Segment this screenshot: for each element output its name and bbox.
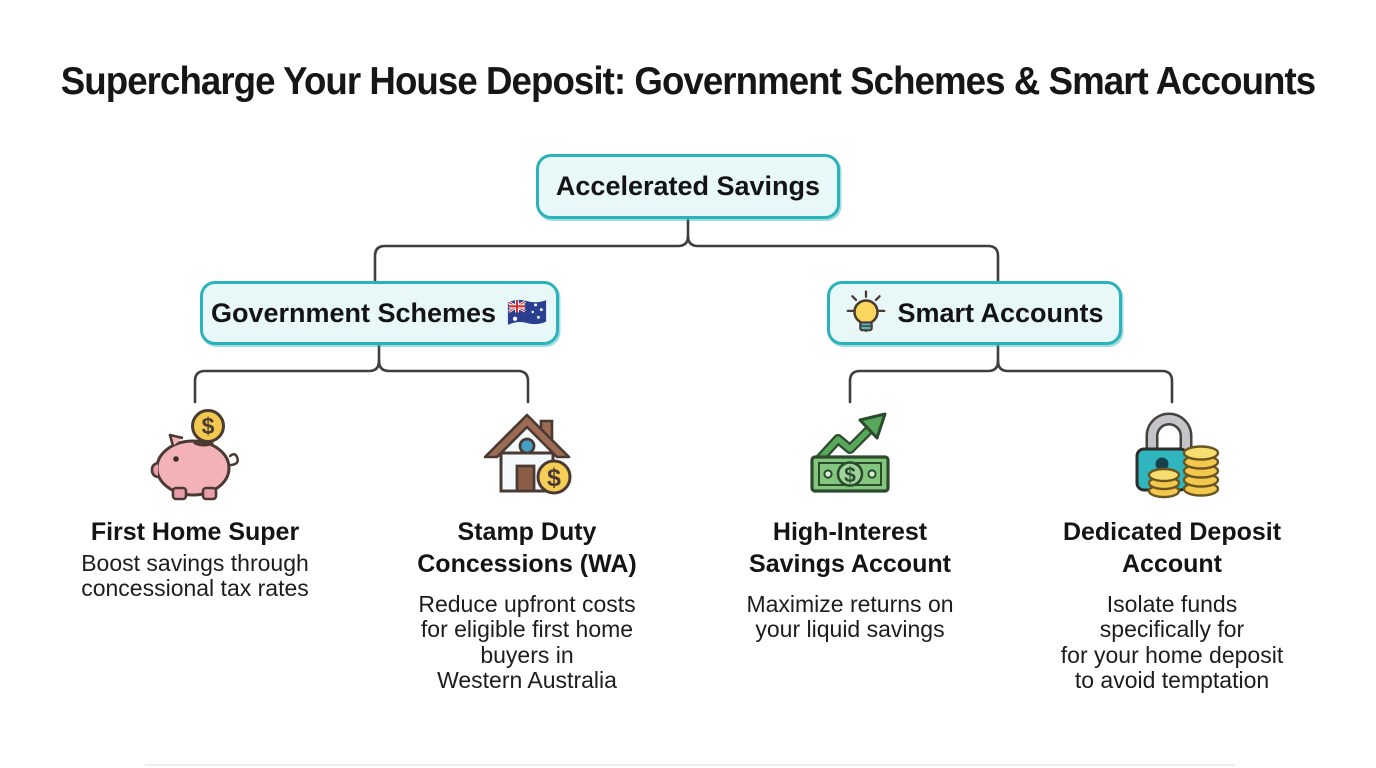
leaf-description: Reduce upfront costs for eligible first … [418, 591, 636, 693]
leaf-description: Isolate funds specifically for for your … [1060, 591, 1284, 693]
page-title: Supercharge Your House Deposit: Governme… [60, 60, 1316, 103]
leaf-title: High-Interest Savings Account [749, 518, 951, 578]
node-smart-accounts: Smart Accounts [827, 281, 1122, 345]
padlock-coins-icon [1022, 405, 1322, 505]
node-government-schemes: Government Schemes [200, 281, 559, 345]
house-coin-icon: $ [377, 405, 677, 505]
money-growth-arrow-icon: $ [700, 405, 1000, 505]
lightbulb-icon [845, 290, 887, 336]
leaf-stamp-duty-concessions: $ Stamp Duty Concessions (WA) Reduce upf… [377, 405, 677, 693]
leaf-description: Boost savings through concessional tax r… [81, 549, 309, 601]
svg-text:$: $ [547, 464, 561, 492]
node-accelerated-savings: Accelerated Savings [536, 154, 840, 219]
australia-flag-icon [506, 297, 548, 329]
piggy-bank-coin-icon: $ [45, 405, 345, 505]
leaf-high-interest-savings: $ High-Interest Savings Account Maximize… [700, 405, 1000, 643]
leaf-title: Dedicated Deposit Account [1062, 518, 1282, 578]
footer-divider [145, 764, 1235, 766]
leaf-title: First Home Super [90, 518, 300, 546]
leaf-dedicated-deposit: Dedicated Deposit Account Isolate funds … [1022, 405, 1322, 693]
leaf-title: Stamp Duty Concessions (WA) [417, 518, 637, 578]
leaf-description: Maximize returns on your liquid savings [746, 591, 954, 643]
leaf-first-home-super: $ First Home Super Boost savings through… [45, 405, 345, 601]
svg-text:$: $ [844, 464, 856, 487]
svg-text:$: $ [202, 413, 215, 439]
node-label: Government Schemes [210, 297, 497, 328]
node-label: Accelerated Savings [555, 171, 821, 201]
node-label: Smart Accounts [897, 297, 1104, 328]
